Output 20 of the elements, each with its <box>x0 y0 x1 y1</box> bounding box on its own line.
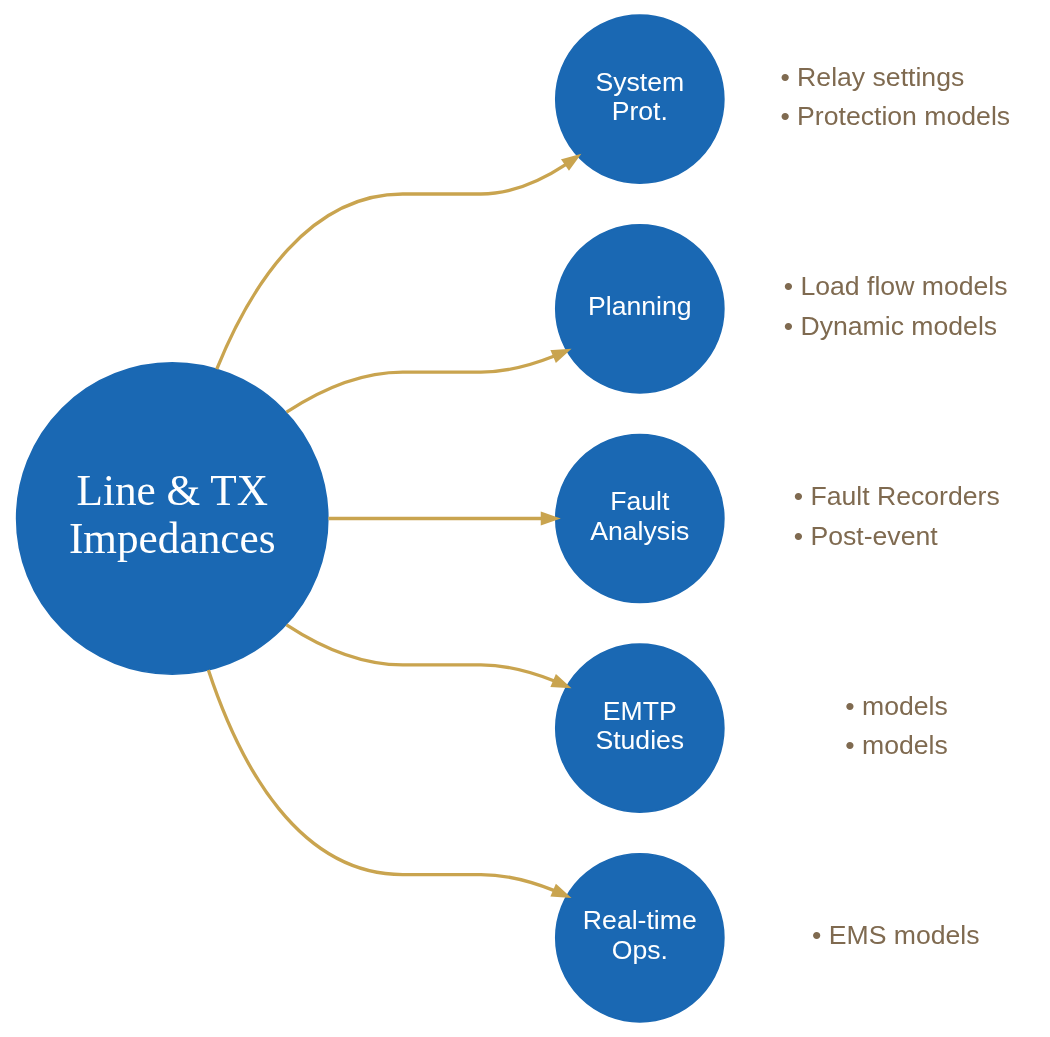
node-label: • Protection models <box>780 101 1011 132</box>
node-label: • Relay settings <box>780 61 965 92</box>
arrow <box>285 623 572 689</box>
arrow <box>285 348 572 414</box>
node-circle: Line & TX Impedances <box>15 362 329 675</box>
arrow <box>215 153 582 370</box>
node-label: • Post-event <box>793 520 938 551</box>
node-label: • Dynamic models <box>783 311 998 342</box>
node-circle: Real-time Ops. <box>554 852 725 1023</box>
arrow <box>328 511 561 526</box>
node-label: • Load flow models <box>783 271 1008 302</box>
node-label: • models <box>845 730 948 761</box>
arrow <box>206 669 572 898</box>
node-label: • Fault Recorders <box>793 480 1000 511</box>
node-circle: System Prot. <box>554 14 725 185</box>
node-label: • models <box>845 690 948 721</box>
node-circle: Planning <box>554 224 725 394</box>
node-circle: EMTP Studies <box>554 643 725 814</box>
node-label: • EMS models <box>812 920 980 951</box>
node-circle: Fault Analysis <box>554 433 725 604</box>
